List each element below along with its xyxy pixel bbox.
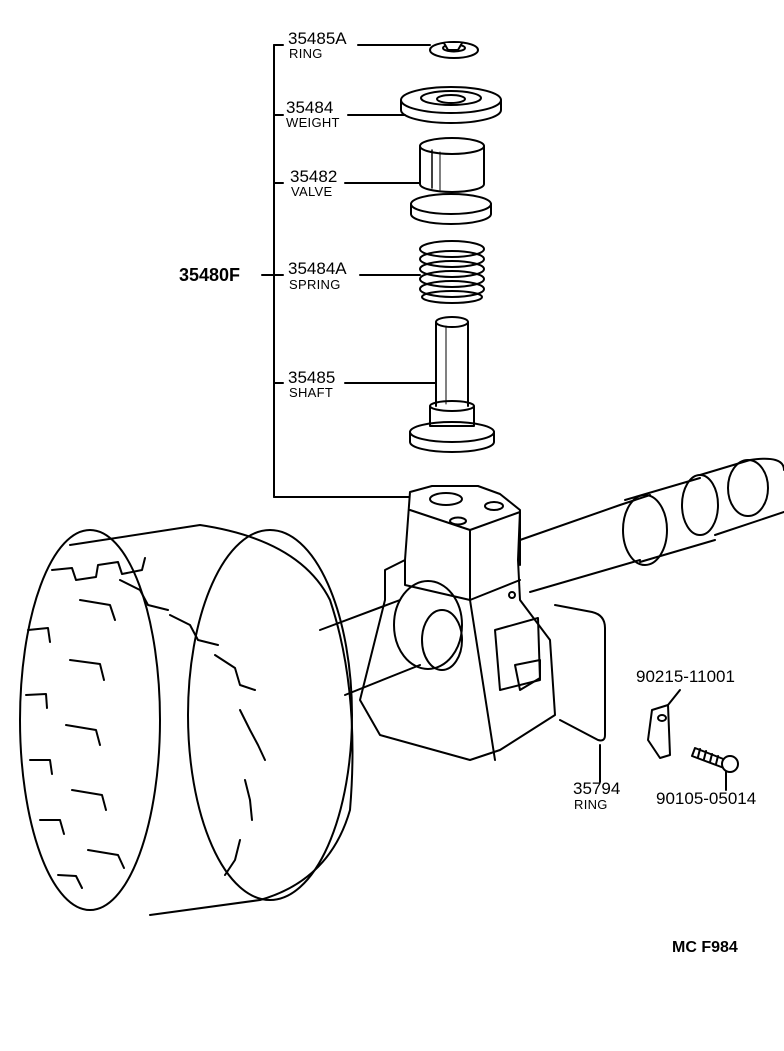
valve-part bbox=[410, 137, 492, 225]
shaft-part bbox=[409, 316, 495, 453]
spring-number: 35484A bbox=[288, 259, 347, 278]
spring-name: SPRING bbox=[289, 277, 341, 292]
lock-plate-part bbox=[647, 689, 681, 759]
parking-gear bbox=[19, 524, 421, 916]
plate-number: 90215-11001 bbox=[636, 667, 735, 686]
weight-part bbox=[400, 86, 502, 124]
valve-number: 35482 bbox=[290, 167, 338, 186]
valve-name: VALVE bbox=[291, 184, 333, 199]
diagram-code: MC F984 bbox=[672, 939, 738, 956]
shaft-number: 35485 bbox=[288, 368, 336, 387]
spring-part bbox=[419, 240, 485, 304]
ring-top-name: RING bbox=[289, 46, 323, 61]
snap-ring-part bbox=[429, 41, 479, 59]
assembly-bracket bbox=[261, 44, 411, 498]
bolt-part bbox=[691, 747, 739, 791]
weight-number: 35484 bbox=[286, 98, 334, 117]
ring-lower-name: RING bbox=[574, 797, 608, 812]
wire-ring-part bbox=[554, 604, 606, 783]
bolt-number: 90105-05014 bbox=[656, 789, 757, 808]
ring-lower-number: 35794 bbox=[573, 779, 621, 798]
weight-name: WEIGHT bbox=[286, 115, 340, 130]
leader-lines bbox=[344, 44, 437, 384]
assembly-number: 35480F bbox=[179, 265, 241, 285]
output-shaft bbox=[519, 457, 784, 593]
governor-body bbox=[359, 485, 556, 761]
shaft-name: SHAFT bbox=[289, 385, 334, 400]
ring-top-number: 35485A bbox=[288, 29, 347, 48]
